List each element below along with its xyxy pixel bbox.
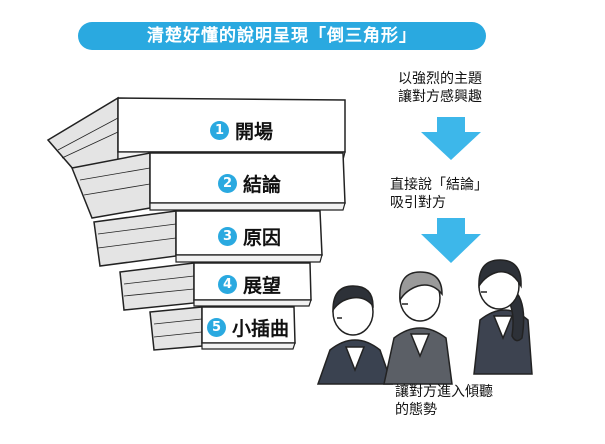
listener-figure-3: [473, 259, 533, 375]
step-label-2: 2 結論: [218, 170, 281, 197]
step-text-1: 開場: [235, 121, 274, 143]
note-grab-interest: 以強烈的主題 讓對方感興趣: [398, 71, 482, 105]
step-number-1: 1: [210, 121, 229, 140]
note-conclusion-first: 直接說「結論」 吸引對方: [390, 177, 488, 211]
step-label-4: 4 展望: [218, 271, 281, 298]
step-block-2: [70, 152, 346, 219]
step-number-4: 4: [218, 275, 237, 294]
down-arrow-1: [421, 117, 481, 160]
listener-figure-1: [316, 285, 394, 385]
step-number-3: 3: [218, 227, 237, 246]
step-label-5: 5 小插曲: [207, 314, 289, 341]
diagram-title: 清楚好懂的說明呈現「倒三角形」: [78, 22, 486, 50]
note-listening-stance: 讓對方進入傾聽 的態勢: [395, 384, 493, 418]
step-text-4: 展望: [243, 275, 282, 297]
step-number-5: 5: [207, 318, 226, 337]
step-label-1: 1 開場: [210, 117, 273, 144]
step-text-3: 原因: [243, 227, 282, 249]
step-text-5: 小插曲: [232, 318, 290, 340]
step-block-3: [93, 210, 323, 267]
step-block-4: [119, 262, 312, 311]
down-arrow-2: [421, 218, 481, 263]
step-block-5: [149, 306, 296, 351]
listener-figure-2: [383, 271, 453, 385]
step-number-2: 2: [218, 174, 237, 193]
step-label-3: 3 原因: [218, 223, 281, 250]
step-text-2: 結論: [243, 174, 282, 196]
